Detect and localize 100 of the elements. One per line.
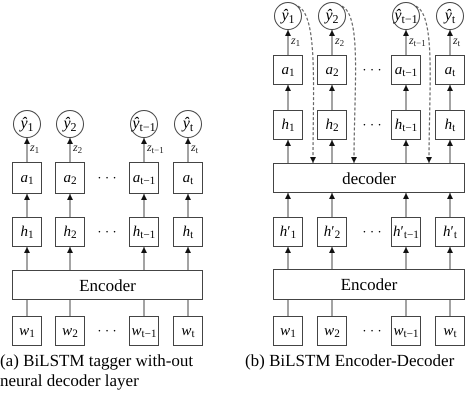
arrow bbox=[141, 247, 147, 270]
cell-box bbox=[55, 217, 85, 247]
math-label: h$_{t}$ bbox=[182, 224, 194, 240]
arrow bbox=[329, 30, 335, 55]
subfigure-caption: (a) BiLSTM tagger with-out neural decoder layer bbox=[0, 351, 194, 391]
math-label: h′$_{1}$ bbox=[280, 224, 296, 240]
cell-box bbox=[317, 316, 347, 346]
arrow bbox=[285, 247, 291, 269]
dashed-arrow bbox=[342, 6, 358, 163]
math-label: h$_{2}$ bbox=[325, 118, 339, 132]
edge-label: z$_{t}$ bbox=[453, 34, 460, 46]
arrow bbox=[285, 85, 291, 110]
edge-label: z$_{t}$ bbox=[191, 141, 198, 153]
connector-line bbox=[143, 300, 145, 316]
cell-box bbox=[12, 217, 42, 247]
connector-line bbox=[287, 300, 289, 316]
ellipsis-dots: · · · bbox=[361, 322, 383, 340]
arrow bbox=[403, 140, 409, 163]
math-label: ŷ$_{1}$ bbox=[20, 116, 34, 132]
math-label: h$_{1}$ bbox=[281, 118, 295, 132]
cell-box bbox=[391, 316, 421, 346]
math-label: a$_{1}$ bbox=[281, 62, 295, 78]
arrow bbox=[24, 247, 30, 270]
arrow bbox=[141, 194, 147, 217]
cell-box bbox=[12, 162, 42, 194]
subfigure-caption: (b) BiLSTM Encoder-Decoder bbox=[245, 351, 456, 371]
edge-label: z$_{2}$ bbox=[335, 34, 344, 46]
edge-label: z$_{1}$ bbox=[30, 141, 40, 153]
cell-box bbox=[273, 110, 303, 140]
arrow bbox=[67, 247, 73, 270]
math-label: h$_{t−1}$ bbox=[132, 224, 156, 240]
math-label: h′$_{2}$ bbox=[324, 224, 340, 240]
math-label: decoder bbox=[342, 170, 396, 186]
connector-line bbox=[449, 300, 451, 316]
math-label: h′$_{t}$ bbox=[443, 224, 457, 240]
edge-label: z$_{t−1}$ bbox=[409, 34, 426, 46]
cell-box bbox=[435, 110, 465, 140]
math-label: ŷ$_{2}$ bbox=[63, 116, 77, 132]
cell-box bbox=[317, 55, 347, 85]
math-label: a$_{t}$ bbox=[444, 62, 456, 78]
arrow bbox=[185, 247, 191, 270]
layer-box bbox=[12, 270, 203, 300]
cell-box bbox=[173, 162, 203, 194]
dashed-arrow bbox=[416, 6, 432, 163]
connector-line bbox=[187, 300, 189, 316]
math-label: w$_{t−1}$ bbox=[393, 324, 419, 338]
ellipsis-dots: · · · bbox=[96, 322, 118, 340]
edge-label: z$_{2}$ bbox=[73, 141, 82, 153]
layer-box bbox=[273, 163, 465, 193]
math-label: Encoder bbox=[79, 276, 136, 294]
cell-box bbox=[273, 316, 303, 346]
math-label: ŷ$_{t}$ bbox=[444, 8, 456, 24]
arrow bbox=[403, 85, 409, 110]
math-label: h′$_{t−1}$ bbox=[393, 224, 419, 240]
edge-label: z$_{1}$ bbox=[291, 34, 300, 46]
ellipsis-dots: · · · bbox=[361, 61, 383, 79]
ellipsis-dots: · · · bbox=[361, 223, 383, 241]
cell-box bbox=[317, 110, 347, 140]
cell-box bbox=[55, 316, 85, 346]
cell-box bbox=[173, 316, 203, 346]
math-label: w$_{t−1}$ bbox=[131, 324, 157, 338]
math-label: h$_{t−1}$ bbox=[394, 118, 418, 132]
cell-box bbox=[173, 217, 203, 247]
arrow bbox=[403, 30, 409, 55]
math-label: a$_{t−1}$ bbox=[132, 170, 156, 186]
arrow bbox=[285, 30, 291, 55]
math-label: h$_{t}$ bbox=[444, 118, 456, 132]
math-label: a$_{2}$ bbox=[325, 62, 339, 78]
math-label: w$_{t}$ bbox=[443, 324, 457, 338]
math-label: w$_{2}$ bbox=[62, 324, 78, 338]
math-label: h$_{2}$ bbox=[63, 224, 77, 240]
math-label: ŷ$_{t−1}$ bbox=[132, 116, 156, 132]
arrow bbox=[67, 194, 73, 217]
arrow bbox=[447, 140, 453, 163]
arrow bbox=[329, 247, 335, 269]
arrow bbox=[403, 247, 409, 269]
arrow bbox=[329, 85, 335, 110]
math-label: w$_{t}$ bbox=[181, 324, 195, 338]
arrow bbox=[67, 138, 73, 162]
cell-box bbox=[273, 55, 303, 85]
arrow bbox=[185, 138, 191, 162]
math-label: a$_{t−1}$ bbox=[394, 62, 418, 78]
dashed-arrow bbox=[298, 6, 316, 163]
cell-box bbox=[12, 316, 42, 346]
arrow bbox=[329, 193, 335, 217]
math-label: w$_{1}$ bbox=[19, 324, 35, 338]
cell-box bbox=[317, 217, 347, 247]
cell-box bbox=[435, 217, 465, 247]
math-label: a$_{1}$ bbox=[20, 170, 34, 186]
cell-box bbox=[435, 316, 465, 346]
arrow bbox=[403, 193, 409, 217]
arrow bbox=[447, 193, 453, 217]
math-label: w$_{1}$ bbox=[280, 324, 296, 338]
math-label: ŷ$_{t−1}$ bbox=[394, 8, 418, 24]
arrow bbox=[329, 140, 335, 163]
arrow bbox=[447, 247, 453, 269]
math-label: h$_{1}$ bbox=[20, 224, 34, 240]
arrow bbox=[24, 194, 30, 217]
math-label: w$_{2}$ bbox=[324, 324, 340, 338]
math-label: a$_{t}$ bbox=[182, 170, 194, 186]
